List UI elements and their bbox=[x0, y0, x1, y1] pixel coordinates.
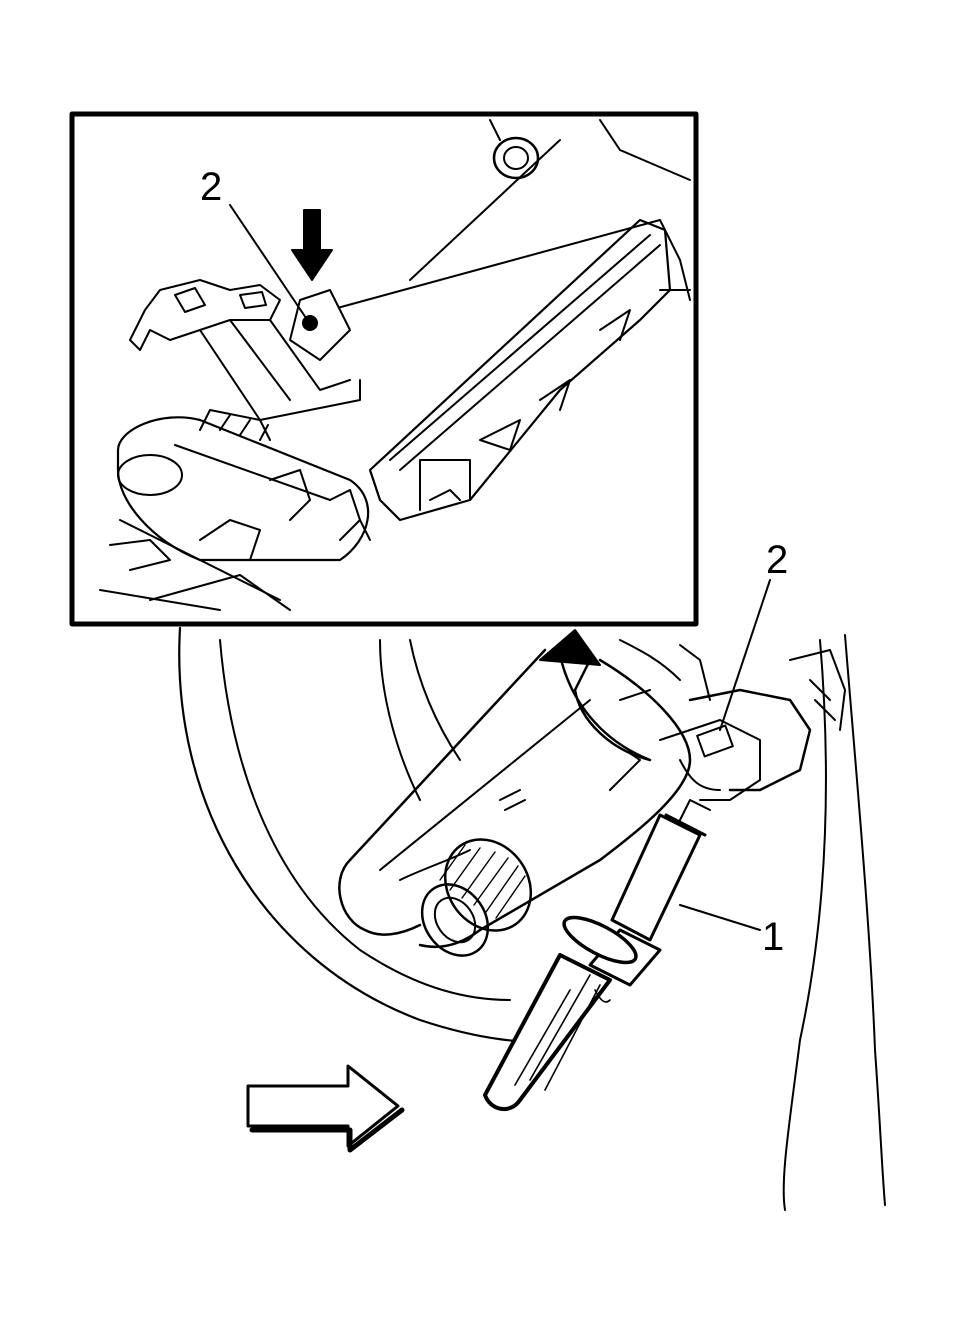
lock-cylinder-knurl bbox=[420, 838, 533, 957]
steering-wheel-hub bbox=[379, 639, 421, 801]
key-tool bbox=[483, 799, 711, 1111]
steering-wheel-rim-outer bbox=[178, 626, 562, 1043]
ignition-switch-housing bbox=[619, 639, 846, 801]
dash-panel-line bbox=[782, 639, 827, 1211]
rotation-arrow bbox=[539, 629, 652, 762]
inset-leader-line-2 bbox=[229, 204, 307, 319]
retaining-hole bbox=[302, 315, 318, 331]
leader-line-2 bbox=[719, 579, 771, 731]
inset-detail bbox=[69, 111, 699, 627]
inset-down-arrow bbox=[291, 209, 333, 281]
main-view bbox=[178, 579, 886, 1211]
steering-wheel-rim bbox=[219, 639, 511, 1001]
leader-line-1 bbox=[679, 904, 761, 931]
main-callout-1: 1 bbox=[762, 915, 784, 959]
main-callout-2: 2 bbox=[766, 538, 788, 582]
inset-callout-2: 2 bbox=[200, 165, 222, 209]
inset-frame bbox=[69, 111, 699, 627]
direction-arrow bbox=[246, 1064, 405, 1153]
dash-panel-edge bbox=[844, 634, 886, 1206]
